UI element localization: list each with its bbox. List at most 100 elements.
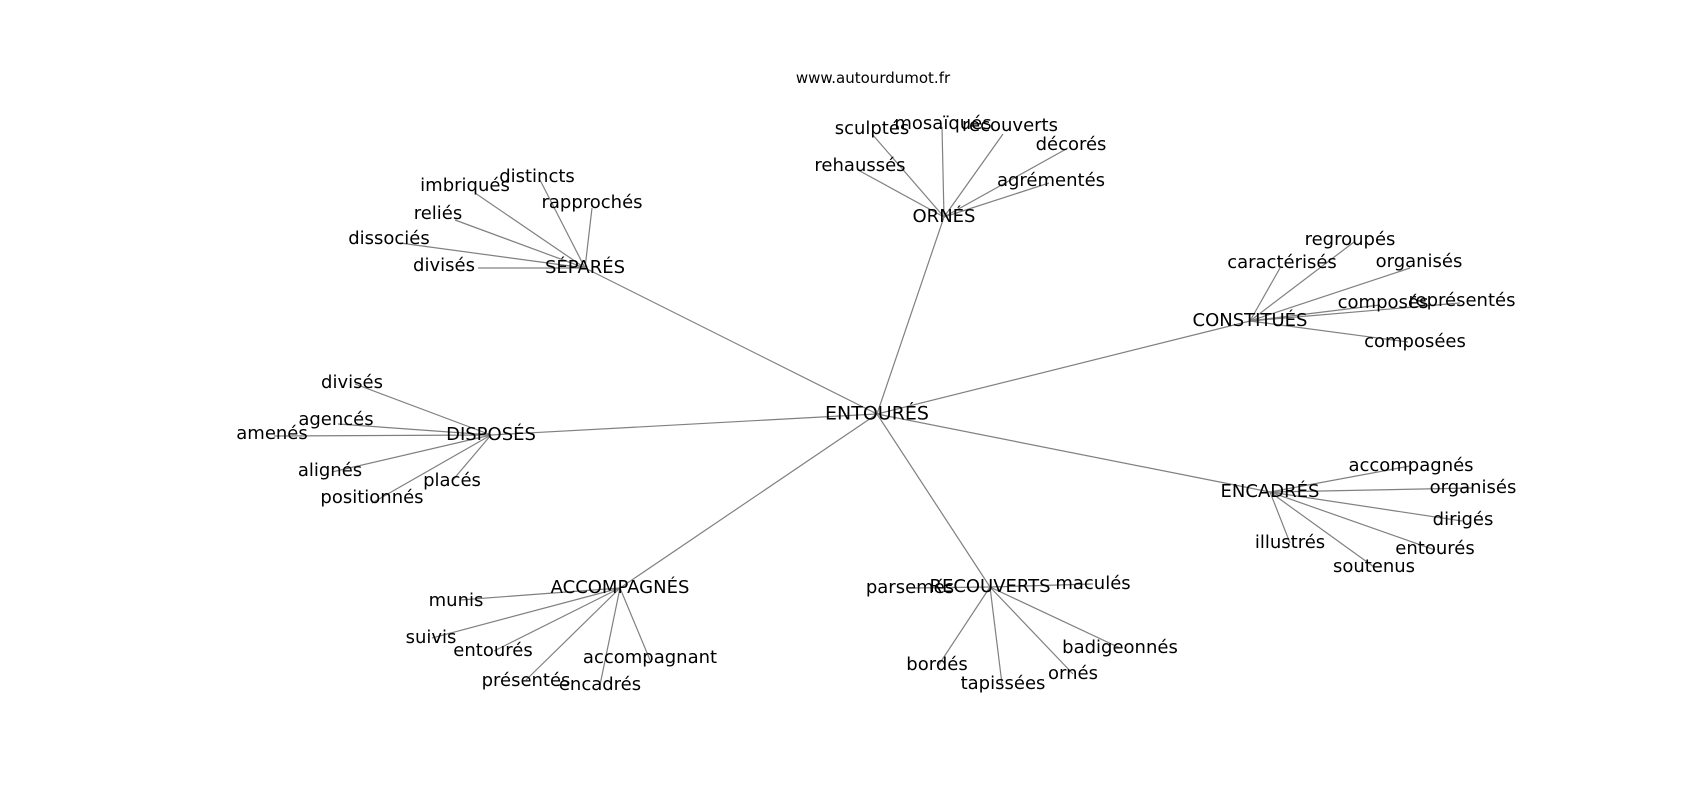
node-hub-accompagnes[interactable]: ACCOMPAGNÉS: [551, 576, 690, 598]
node-leaf-decores[interactable]: décorés: [1036, 134, 1107, 155]
node-leaf-organises[interactable]: organisés: [1376, 251, 1463, 272]
node-leaf-rehausses[interactable]: rehaussés: [814, 155, 905, 176]
edge-ornes-sculptes: [871, 133, 945, 218]
edge-encadres-organises: [1269, 487, 1473, 493]
node-leaf-tapissees[interactable]: tapissées: [961, 673, 1046, 694]
edge-disposes-positionnes: [371, 434, 492, 504]
edge-center-constitues: [876, 320, 1251, 415]
node-leaf-entoures[interactable]: entourés: [453, 640, 532, 661]
edge-constitues-composes: [1249, 304, 1381, 322]
node-hub-disposes[interactable]: DISPOSÉS: [446, 423, 536, 445]
edge-encadres-accompagnes: [1269, 465, 1411, 493]
node-leaf-accompagnant[interactable]: accompagnant: [583, 647, 717, 668]
edge-recouverts-badigeonnes: [989, 586, 1121, 649]
node-leaf-encadres[interactable]: encadrés: [559, 674, 641, 695]
node-leaf-alignes[interactable]: alignés: [298, 460, 362, 481]
edge-constitues-regroupes: [1249, 241, 1355, 322]
node-hub-separes[interactable]: SÉPARÉS: [545, 256, 625, 278]
edge-recouverts-bordes: [937, 586, 991, 667]
node-leaf-agences[interactable]: agencés: [298, 409, 373, 430]
node-leaf-rapproches[interactable]: rapprochés: [541, 192, 642, 213]
node-leaf-imbriques[interactable]: imbriqués: [420, 175, 510, 196]
node-leaf-amenes[interactable]: amenés: [236, 423, 308, 444]
node-hub-ornes[interactable]: ORNÉS: [913, 205, 976, 227]
edge-center-separes: [584, 267, 878, 415]
edge-separes-relies: [454, 219, 586, 269]
node-leaf-divises[interactable]: divisés: [413, 255, 475, 276]
edge-separes-rapproches: [584, 207, 593, 269]
node-leaf-soutenus[interactable]: soutenus: [1333, 556, 1415, 577]
node-leaf-representes[interactable]: représentés: [1409, 290, 1516, 311]
node-leaf-suivis[interactable]: suivis: [406, 627, 457, 648]
node-leaf-accompagnes[interactable]: accompagnés: [1348, 455, 1473, 476]
edge-ornes-mosaiques: [941, 126, 945, 218]
node-leaf-agrementes[interactable]: agrémentés: [997, 170, 1105, 191]
node-leaf-macules[interactable]: maculés: [1055, 573, 1130, 594]
node-center-entoures[interactable]: ENTOURÉS: [825, 402, 929, 425]
edge-recouverts-macules: [989, 583, 1094, 588]
edge-accompagnes-presentes: [525, 587, 621, 681]
node-leaf-badigeonnes[interactable]: badigeonnés: [1062, 637, 1178, 658]
node-leaf-sculptes[interactable]: sculptés: [835, 118, 910, 139]
edge-separes-distincts: [539, 179, 586, 269]
node-leaf-dissocies[interactable]: dissociés: [348, 228, 430, 249]
edge-recouverts-tapissees: [989, 586, 1003, 685]
node-leaf-munis[interactable]: munis: [429, 590, 484, 611]
edge-accompagnes-entoures: [493, 587, 621, 652]
edge-center-accompagnes: [619, 413, 878, 589]
edge-encadres-diriges: [1269, 491, 1463, 522]
node-leaf-organises[interactable]: organisés: [1430, 477, 1517, 498]
edge-ornes-rehausses: [857, 169, 945, 218]
graph-edges: [273, 126, 1473, 686]
node-leaf-entoures[interactable]: entourés: [1395, 538, 1474, 559]
node-leaf-distincts[interactable]: distincts: [499, 166, 575, 187]
edge-recouverts-ornes: [989, 586, 1074, 675]
edge-ornes-agrementes: [943, 182, 1050, 218]
edge-accompagnes-accompagnant: [619, 587, 651, 661]
node-leaf-relies[interactable]: reliés: [414, 203, 463, 224]
edge-encadres-entoures: [1269, 491, 1436, 551]
node-hub-recouverts[interactable]: RECOUVERTS: [929, 576, 1050, 597]
edge-encadres-illustres: [1269, 491, 1291, 544]
node-hub-constitues[interactable]: CONSTITUÉS: [1193, 309, 1308, 331]
edge-constitues-composees: [1249, 320, 1409, 343]
source-url: www.autourdumot.fr: [796, 69, 951, 87]
edge-ornes-decores: [943, 147, 1069, 218]
edge-disposes-alignes: [331, 434, 492, 473]
edge-disposes-amenes: [273, 434, 492, 437]
edge-constitues-organises: [1249, 267, 1411, 322]
node-leaf-composes[interactable]: composés: [1338, 292, 1429, 313]
edge-constitues-representes: [1249, 302, 1461, 322]
node-leaf-ornes[interactable]: ornés: [1048, 663, 1098, 684]
node-leaf-diriges[interactable]: dirigés: [1433, 509, 1494, 530]
node-leaf-divises[interactable]: divisés: [321, 372, 383, 393]
node-leaf-positionnes[interactable]: positionnés: [320, 487, 423, 508]
edge-separes-dissocies: [399, 242, 586, 269]
edge-recouverts-parsemes: [909, 586, 991, 589]
edge-separes-imbriques: [474, 192, 586, 269]
edge-disposes-divises: [354, 383, 492, 436]
node-leaf-recouverts[interactable]: recouverts: [962, 115, 1058, 136]
node-leaf-composees[interactable]: composées: [1364, 331, 1466, 352]
edge-center-encadres: [876, 413, 1271, 493]
edge-accompagnes-encadres: [599, 587, 621, 686]
node-leaf-mosaiques[interactable]: mosaïqués: [894, 113, 991, 134]
edge-accompagnes-suivis: [431, 587, 621, 639]
node-leaf-parsemes[interactable]: parsemés: [866, 577, 954, 598]
node-leaf-places[interactable]: placés: [423, 470, 481, 491]
edge-accompagnes-munis: [459, 587, 621, 601]
edge-ornes-recouverts: [943, 133, 1004, 218]
edge-center-disposes: [490, 413, 878, 436]
edge-constitues-caracterises: [1249, 267, 1281, 322]
edge-disposes-agences: [337, 423, 492, 436]
node-leaf-bordes[interactable]: bordés: [906, 654, 967, 675]
node-leaf-caracterises[interactable]: caractérisés: [1227, 252, 1337, 273]
node-leaf-presentes[interactable]: présentés: [482, 670, 571, 691]
edge-encadres-soutenus: [1269, 491, 1375, 568]
node-hub-encadres[interactable]: ENCADRÉS: [1221, 480, 1320, 502]
edge-disposes-places: [451, 434, 492, 482]
node-leaf-regroupes[interactable]: regroupés: [1305, 229, 1396, 250]
node-leaf-illustres[interactable]: illustrés: [1255, 532, 1325, 553]
